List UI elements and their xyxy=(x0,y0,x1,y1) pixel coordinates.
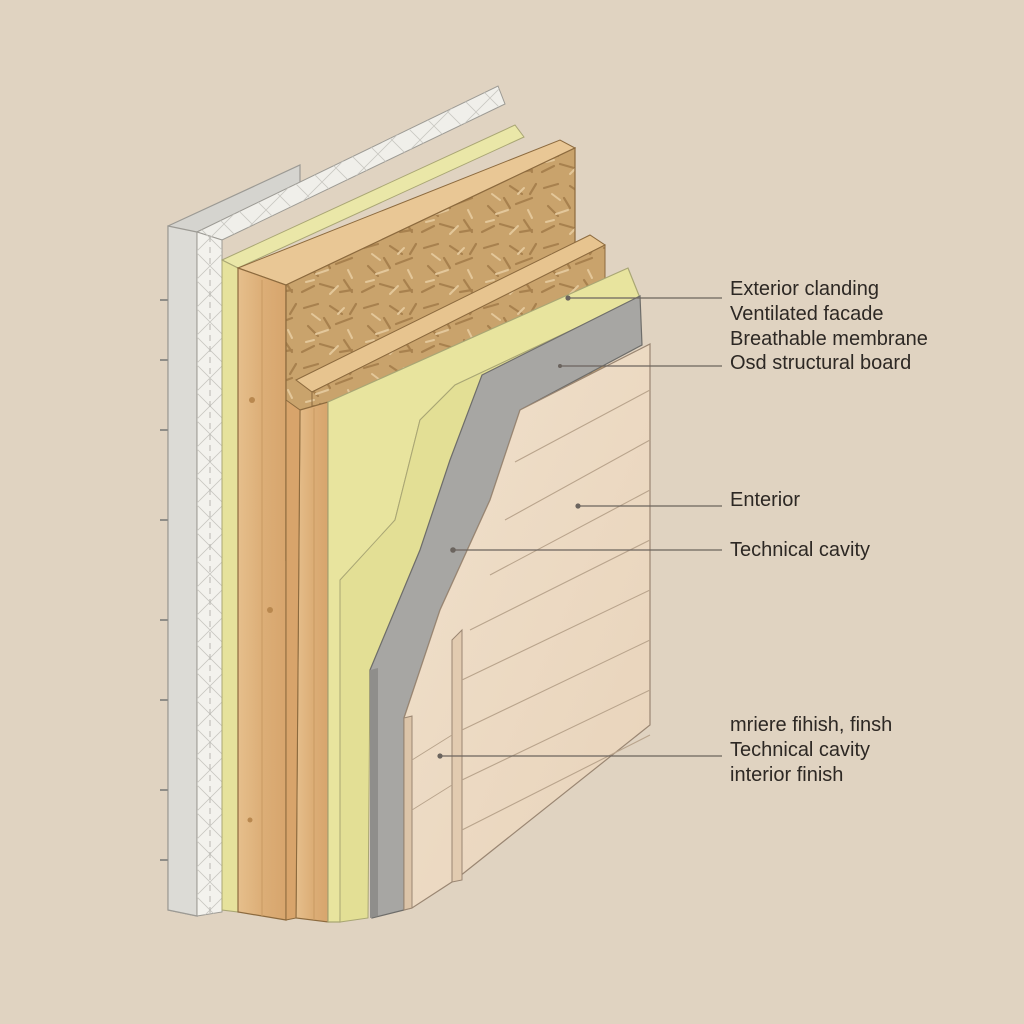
interior-lining-layer xyxy=(403,343,651,911)
render-layer xyxy=(160,164,301,917)
label-exterior-cladding: Exterior clanding xyxy=(730,278,879,300)
label-breathable-membrane: Breathable membrane xyxy=(730,328,928,350)
timber-frame-layer xyxy=(236,139,577,921)
membrane-back-layer xyxy=(220,124,525,913)
label-technical-cavity: Technical cavity xyxy=(730,539,871,561)
label-finish-3: interior finish xyxy=(730,764,844,786)
insulation-mesh-layer xyxy=(195,85,506,917)
label-finish-1: mriere fihish, finsh xyxy=(730,714,893,736)
leader-lines xyxy=(440,297,722,757)
label-interior: Enterior xyxy=(730,489,801,511)
label-ventilated-facade: Ventilated facade xyxy=(730,303,884,325)
leader-dots xyxy=(437,295,581,759)
label-finish-2: Technical cavity xyxy=(730,739,871,761)
label-osb-board: Osd structural board xyxy=(730,352,912,374)
